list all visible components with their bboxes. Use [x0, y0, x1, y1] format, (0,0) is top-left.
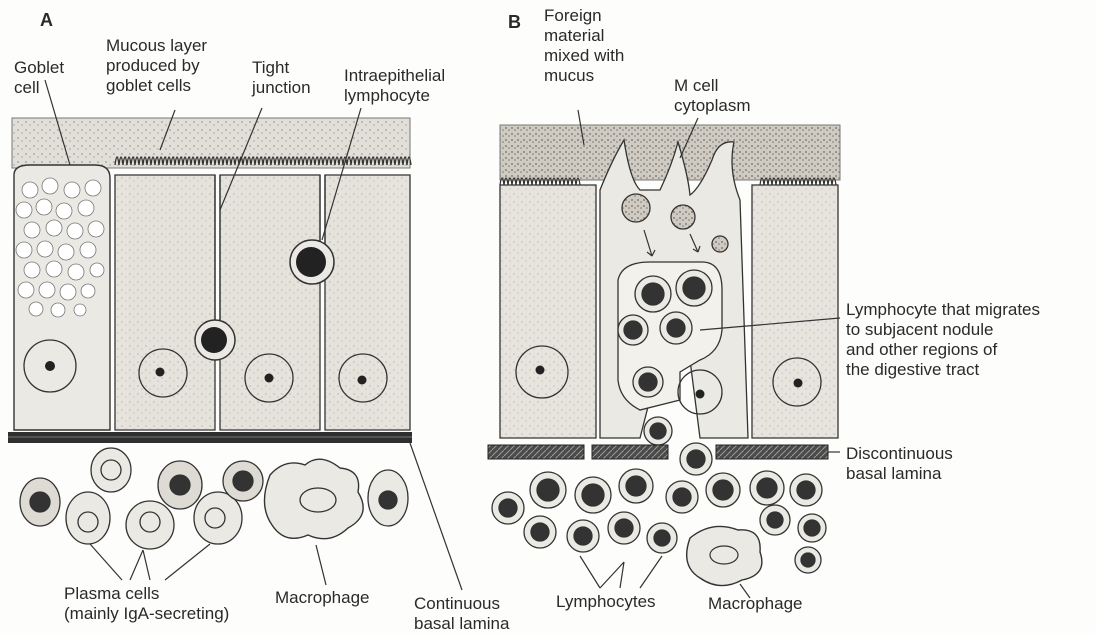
- panel-b-letter: B: [508, 12, 521, 32]
- panel-b-drawing: [488, 110, 840, 598]
- macrophage-a: [264, 459, 363, 539]
- label-migrating-lymphocyte: Lymphocyte that migrates to subjacent no…: [846, 300, 1040, 380]
- label-goblet-cell: Goblet cell: [14, 58, 64, 98]
- panel-a-drawing: [8, 80, 462, 590]
- label-lymphocytes: Lymphocytes: [556, 592, 656, 612]
- label-intraepithelial-lymphocyte: Intraepithelial lymphocyte: [344, 66, 445, 106]
- panel-a-letter: A: [40, 10, 53, 30]
- macrophage-b: [687, 526, 762, 585]
- label-macrophage-b: Macrophage: [708, 594, 803, 614]
- label-m-cell-cytoplasm: M cell cytoplasm: [674, 76, 751, 116]
- label-mucous-layer: Mucous layer produced by goblet cells: [106, 36, 207, 96]
- label-plasma-cells: Plasma cells (mainly IgA-secreting): [64, 584, 229, 624]
- label-macrophage-a: Macrophage: [275, 588, 370, 608]
- label-foreign-material: Foreign material mixed with mucus: [544, 6, 624, 86]
- label-discontinuous-basal-lamina: Discontinuous basal lamina: [846, 444, 953, 484]
- discontinuous-basal-lamina: [488, 445, 828, 459]
- label-continuous-basal-lamina: Continuous basal lamina: [414, 594, 509, 633]
- label-tight-junction: Tight junction: [252, 58, 311, 98]
- lymphocyte-cluster: [492, 443, 826, 573]
